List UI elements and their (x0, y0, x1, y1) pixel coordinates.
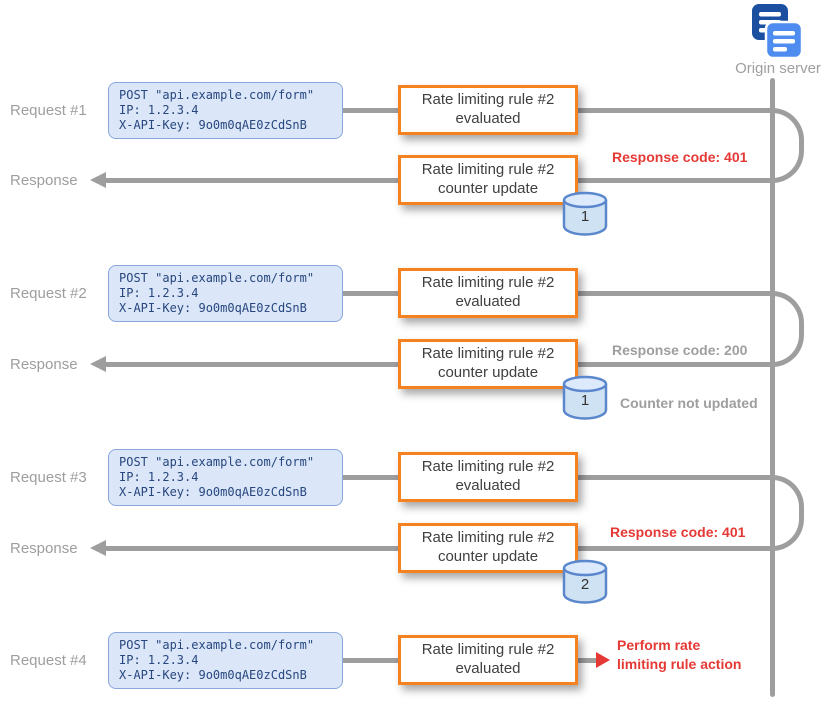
payload-api-key-line: X-API-Key: 9o0m0qAE0zCdSnB (119, 668, 307, 682)
annotation-rule-action-line1: Perform rate (617, 637, 701, 653)
counter-cylinder-2: 1 (561, 375, 609, 421)
step-rule-evaluated-4: Rate limiting rule #2 evaluated (398, 635, 578, 685)
request-payload-box-2: POST "api.example.com/form" IP: 1.2.3.4 … (108, 265, 343, 322)
step-counter-update-2: Rate limiting rule #2 counter update (398, 339, 578, 389)
response-arrowhead-3 (90, 540, 106, 556)
step-counter-update-3: Rate limiting rule #2 counter update (398, 523, 578, 573)
annotation-rule-action-line2: limiting rule action (617, 656, 742, 672)
payload-ip-line: IP: 1.2.3.4 (119, 103, 199, 117)
side-label-request-1: Request #1 (10, 102, 87, 119)
step-rule-evaluated-3: Rate limiting rule #2 evaluated (398, 452, 578, 502)
annotation-response-code-3: Response code: 401 (610, 524, 746, 540)
annotation-response-code-1: Response code: 401 (612, 149, 748, 165)
database-icon (562, 559, 608, 604)
annotation-rule-action: Perform rate limiting rule action (617, 636, 741, 674)
payload-ip-line: IP: 1.2.3.4 (119, 470, 199, 484)
payload-method-line: POST "api.example.com/form" (119, 455, 315, 469)
payload-method-line: POST "api.example.com/form" (119, 271, 315, 285)
rule-action-arrowhead (596, 652, 610, 668)
counter-cylinder-1: 1 (561, 191, 609, 237)
database-icon (562, 191, 608, 236)
payload-api-key-line: X-API-Key: 9o0m0qAE0zCdSnB (119, 301, 307, 315)
step-rule-evaluated-2: Rate limiting rule #2 evaluated (398, 268, 578, 318)
payload-api-key-line: X-API-Key: 9o0m0qAE0zCdSnB (119, 485, 307, 499)
side-label-request-3: Request #3 (10, 469, 87, 486)
step-rule-evaluated-1: Rate limiting rule #2 evaluated (398, 85, 578, 135)
annotation-response-code-2: Response code: 200 (612, 342, 748, 358)
origin-processing-arc-1 (772, 108, 804, 183)
payload-ip-line: IP: 1.2.3.4 (119, 653, 199, 667)
counter-value-1: 1 (580, 208, 590, 225)
side-label-response-3: Response (10, 540, 78, 557)
origin-processing-arc-2 (772, 291, 804, 367)
origin-server-icon (750, 4, 804, 65)
counter-cylinder-3: 2 (561, 559, 609, 605)
request-payload-box-4: POST "api.example.com/form" IP: 1.2.3.4 … (108, 632, 343, 689)
payload-method-line: POST "api.example.com/form" (119, 88, 315, 102)
origin-lifeline (770, 78, 775, 697)
counter-value-3: 2 (580, 576, 590, 593)
side-label-response-1: Response (10, 172, 78, 189)
payload-api-key-line: X-API-Key: 9o0m0qAE0zCdSnB (119, 118, 307, 132)
step-counter-update-1: Rate limiting rule #2 counter update (398, 155, 578, 205)
request-payload-box-3: POST "api.example.com/form" IP: 1.2.3.4 … (108, 449, 343, 506)
origin-server-label: Origin server (735, 60, 821, 77)
origin-processing-arc-3 (772, 475, 804, 551)
payload-ip-line: IP: 1.2.3.4 (119, 286, 199, 300)
side-label-request-2: Request #2 (10, 285, 87, 302)
request-payload-box-1: POST "api.example.com/form" IP: 1.2.3.4 … (108, 82, 343, 139)
annotation-counter-note: Counter not updated (620, 395, 758, 411)
payload-method-line: POST "api.example.com/form" (119, 638, 315, 652)
response-arrowhead-2 (90, 356, 106, 372)
side-label-request-4: Request #4 (10, 652, 87, 669)
side-label-response-2: Response (10, 356, 78, 373)
response-arrowhead-1 (90, 172, 106, 188)
database-icon (562, 375, 608, 420)
counter-value-2: 1 (580, 392, 590, 409)
